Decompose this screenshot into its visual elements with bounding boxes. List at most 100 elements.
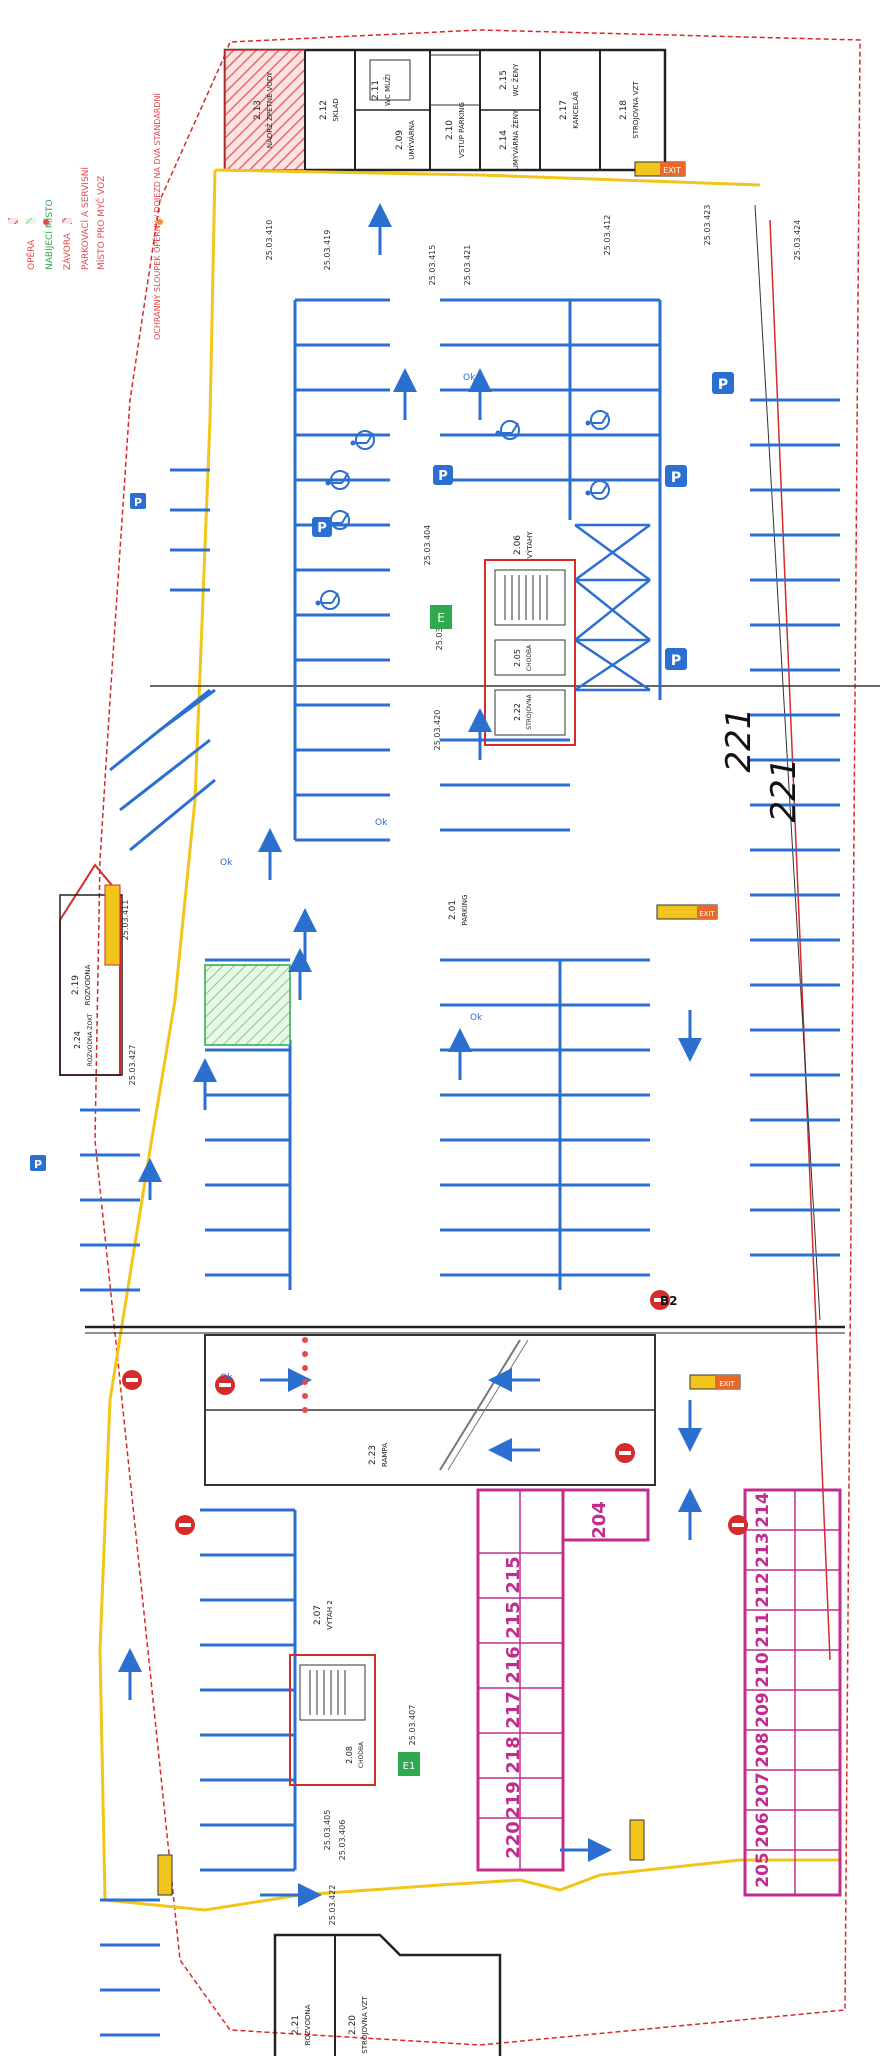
ref-code: 25.03.410	[265, 220, 274, 261]
wheelchair-icon-part	[330, 470, 350, 490]
yellow-route	[98, 169, 840, 1912]
wheelchair-icon-part	[341, 472, 349, 484]
wheelchair-icon-part	[585, 490, 591, 496]
legend-item-3: PARKOVACÍ A SERVISNÍ	[79, 167, 91, 270]
room-code-2-22: 2.22	[513, 703, 522, 721]
wheelchair-icon-part	[325, 480, 331, 486]
handwritten-note: 221	[719, 708, 759, 773]
room-name-2-24: ROZVODNA ZOKT	[87, 1013, 94, 1066]
parking-label: P	[134, 496, 142, 509]
room-name-2-20: STROJOVNA VZT	[361, 1996, 369, 2054]
accessible-stalls	[315, 410, 610, 610]
top-rooms	[223, 48, 667, 172]
bottom-rooms: 2.21 ROZVODNA 2.20 STROJOVNA VZT	[273, 1933, 502, 2056]
room-code-2-23: 2.23	[368, 1445, 378, 1465]
exit-sign-2: EXIT	[656, 904, 718, 920]
stall-number: 206	[753, 1812, 773, 1848]
wheelchair-icon-part	[355, 430, 375, 450]
wheelchair-icon-part	[590, 480, 610, 500]
no-entry-icon-bar	[219, 1383, 231, 1387]
room-name-2-08: CHODBA	[358, 1741, 365, 1768]
wheelchair-icon-part	[320, 590, 340, 610]
no-entry-icon-bar	[654, 1298, 666, 1302]
ref-code-424: 25.03.424	[793, 220, 802, 261]
ref-code-415: 25.03.415	[428, 245, 437, 286]
top-room-labels: 2.13 NÁDRŽ ZPĚTNÉ VODY 2.12 SKLAD 2.11 W…	[253, 63, 640, 170]
room-code-2-18: 2.18	[619, 100, 629, 120]
stall-number: 210	[753, 1652, 773, 1688]
stall-number: 207	[753, 1772, 773, 1808]
room-code-2-17: 2.17	[559, 100, 569, 120]
green-sign-label: E1	[403, 1761, 416, 1772]
green-sign-1: E	[430, 605, 452, 629]
barrier-dot	[302, 1379, 308, 1385]
magenta-block	[743, 1488, 842, 1897]
stall-number: 220	[503, 1821, 524, 1859]
stall-number: 218	[503, 1736, 524, 1774]
room-2-13	[224, 49, 306, 171]
parking-label: P	[671, 653, 681, 669]
room-name-2-06: VÝTAHY	[525, 531, 534, 559]
room-code-2-24: 2.24	[73, 1031, 82, 1049]
ok-label: Ok	[220, 1373, 233, 1383]
wheelchair-icon-part	[331, 592, 339, 604]
direction-arrows	[118, 203, 702, 1907]
green-sign-2: E1	[398, 1752, 420, 1776]
room-name-2-05: CHODBA	[526, 644, 533, 671]
room-name-2-17: KANCELÁŘ	[571, 91, 580, 129]
building-outline	[94, 29, 861, 2046]
room-name-2-22: STROJOVNA	[526, 693, 533, 729]
barrier-dot	[302, 1337, 308, 1343]
room-name-2-11: WC MUŽI	[383, 74, 392, 106]
parking-label: P	[718, 377, 728, 393]
no-entry-icon-bar	[126, 1378, 138, 1382]
legend-item-4: MÍSTO PRO MYČ VOZ	[95, 176, 107, 270]
no-entry-signs	[122, 1290, 748, 1535]
barrier-dots	[302, 1337, 308, 1413]
wheelchair-icon	[350, 430, 375, 450]
stall-number: 215	[503, 1556, 524, 1594]
ref-code-411: 25.03.411	[121, 900, 130, 941]
room-code-2-20: 2.20	[348, 2015, 358, 2035]
room-name-2-19: ROZVODNA	[84, 964, 92, 1005]
stall-number: 209	[753, 1692, 773, 1728]
ref-code-407: 25.03.407	[408, 1705, 417, 1746]
wheelchair-icon-part	[341, 512, 349, 524]
exit-label: EXIT	[719, 1380, 735, 1388]
room-name-2-01: PARKING	[461, 895, 469, 926]
room-code-2-19: 2.19	[71, 975, 81, 995]
no-parking-crosses	[574, 523, 651, 692]
diagonal-stalls	[109, 688, 216, 852]
room-code-2-07: 2.07	[313, 1605, 323, 1625]
wheelchair-icon-part	[350, 440, 356, 446]
stall-number: 217	[503, 1691, 524, 1729]
room-name-2-09: UMÝVÁRNA	[407, 120, 416, 160]
room-name-2-21: ROZVODNA	[304, 2004, 312, 2045]
stall-number: 204	[589, 1501, 610, 1539]
ok-label: Ok	[375, 818, 388, 828]
ref-code-405: 25.03.405	[323, 1810, 332, 1851]
exit-sign-4	[629, 1819, 645, 1861]
parking-sign-3: P	[665, 648, 687, 670]
parking-label: P	[317, 521, 327, 536]
legend-swatches	[8, 218, 163, 225]
wheelchair-icon	[325, 470, 350, 490]
ramp-2-23: 2.23 RAMPA	[204, 1334, 656, 1486]
charging-area	[204, 964, 291, 1046]
stall-number: 213	[753, 1532, 773, 1568]
ok-label: Ok	[220, 858, 233, 868]
room-code-2-05: 2.05	[513, 649, 522, 667]
wheelchair-icon-part	[585, 420, 591, 426]
stall-number: 212	[753, 1572, 773, 1608]
no-entry-icon-bar	[619, 1451, 631, 1455]
parking-sign-6: P	[30, 1155, 46, 1171]
room-code-2-10: 2.10	[445, 120, 455, 140]
wheelchair-icon-part	[590, 410, 610, 430]
wheelchair-icon-part	[500, 420, 520, 440]
handwritten-note: 221	[764, 758, 804, 823]
exit-sign-3: EXIT	[689, 1374, 741, 1390]
legend: OPĚRA NABÍJECÍ MÍSTO ZÁVORA PARKOVACÍ A …	[25, 92, 162, 340]
